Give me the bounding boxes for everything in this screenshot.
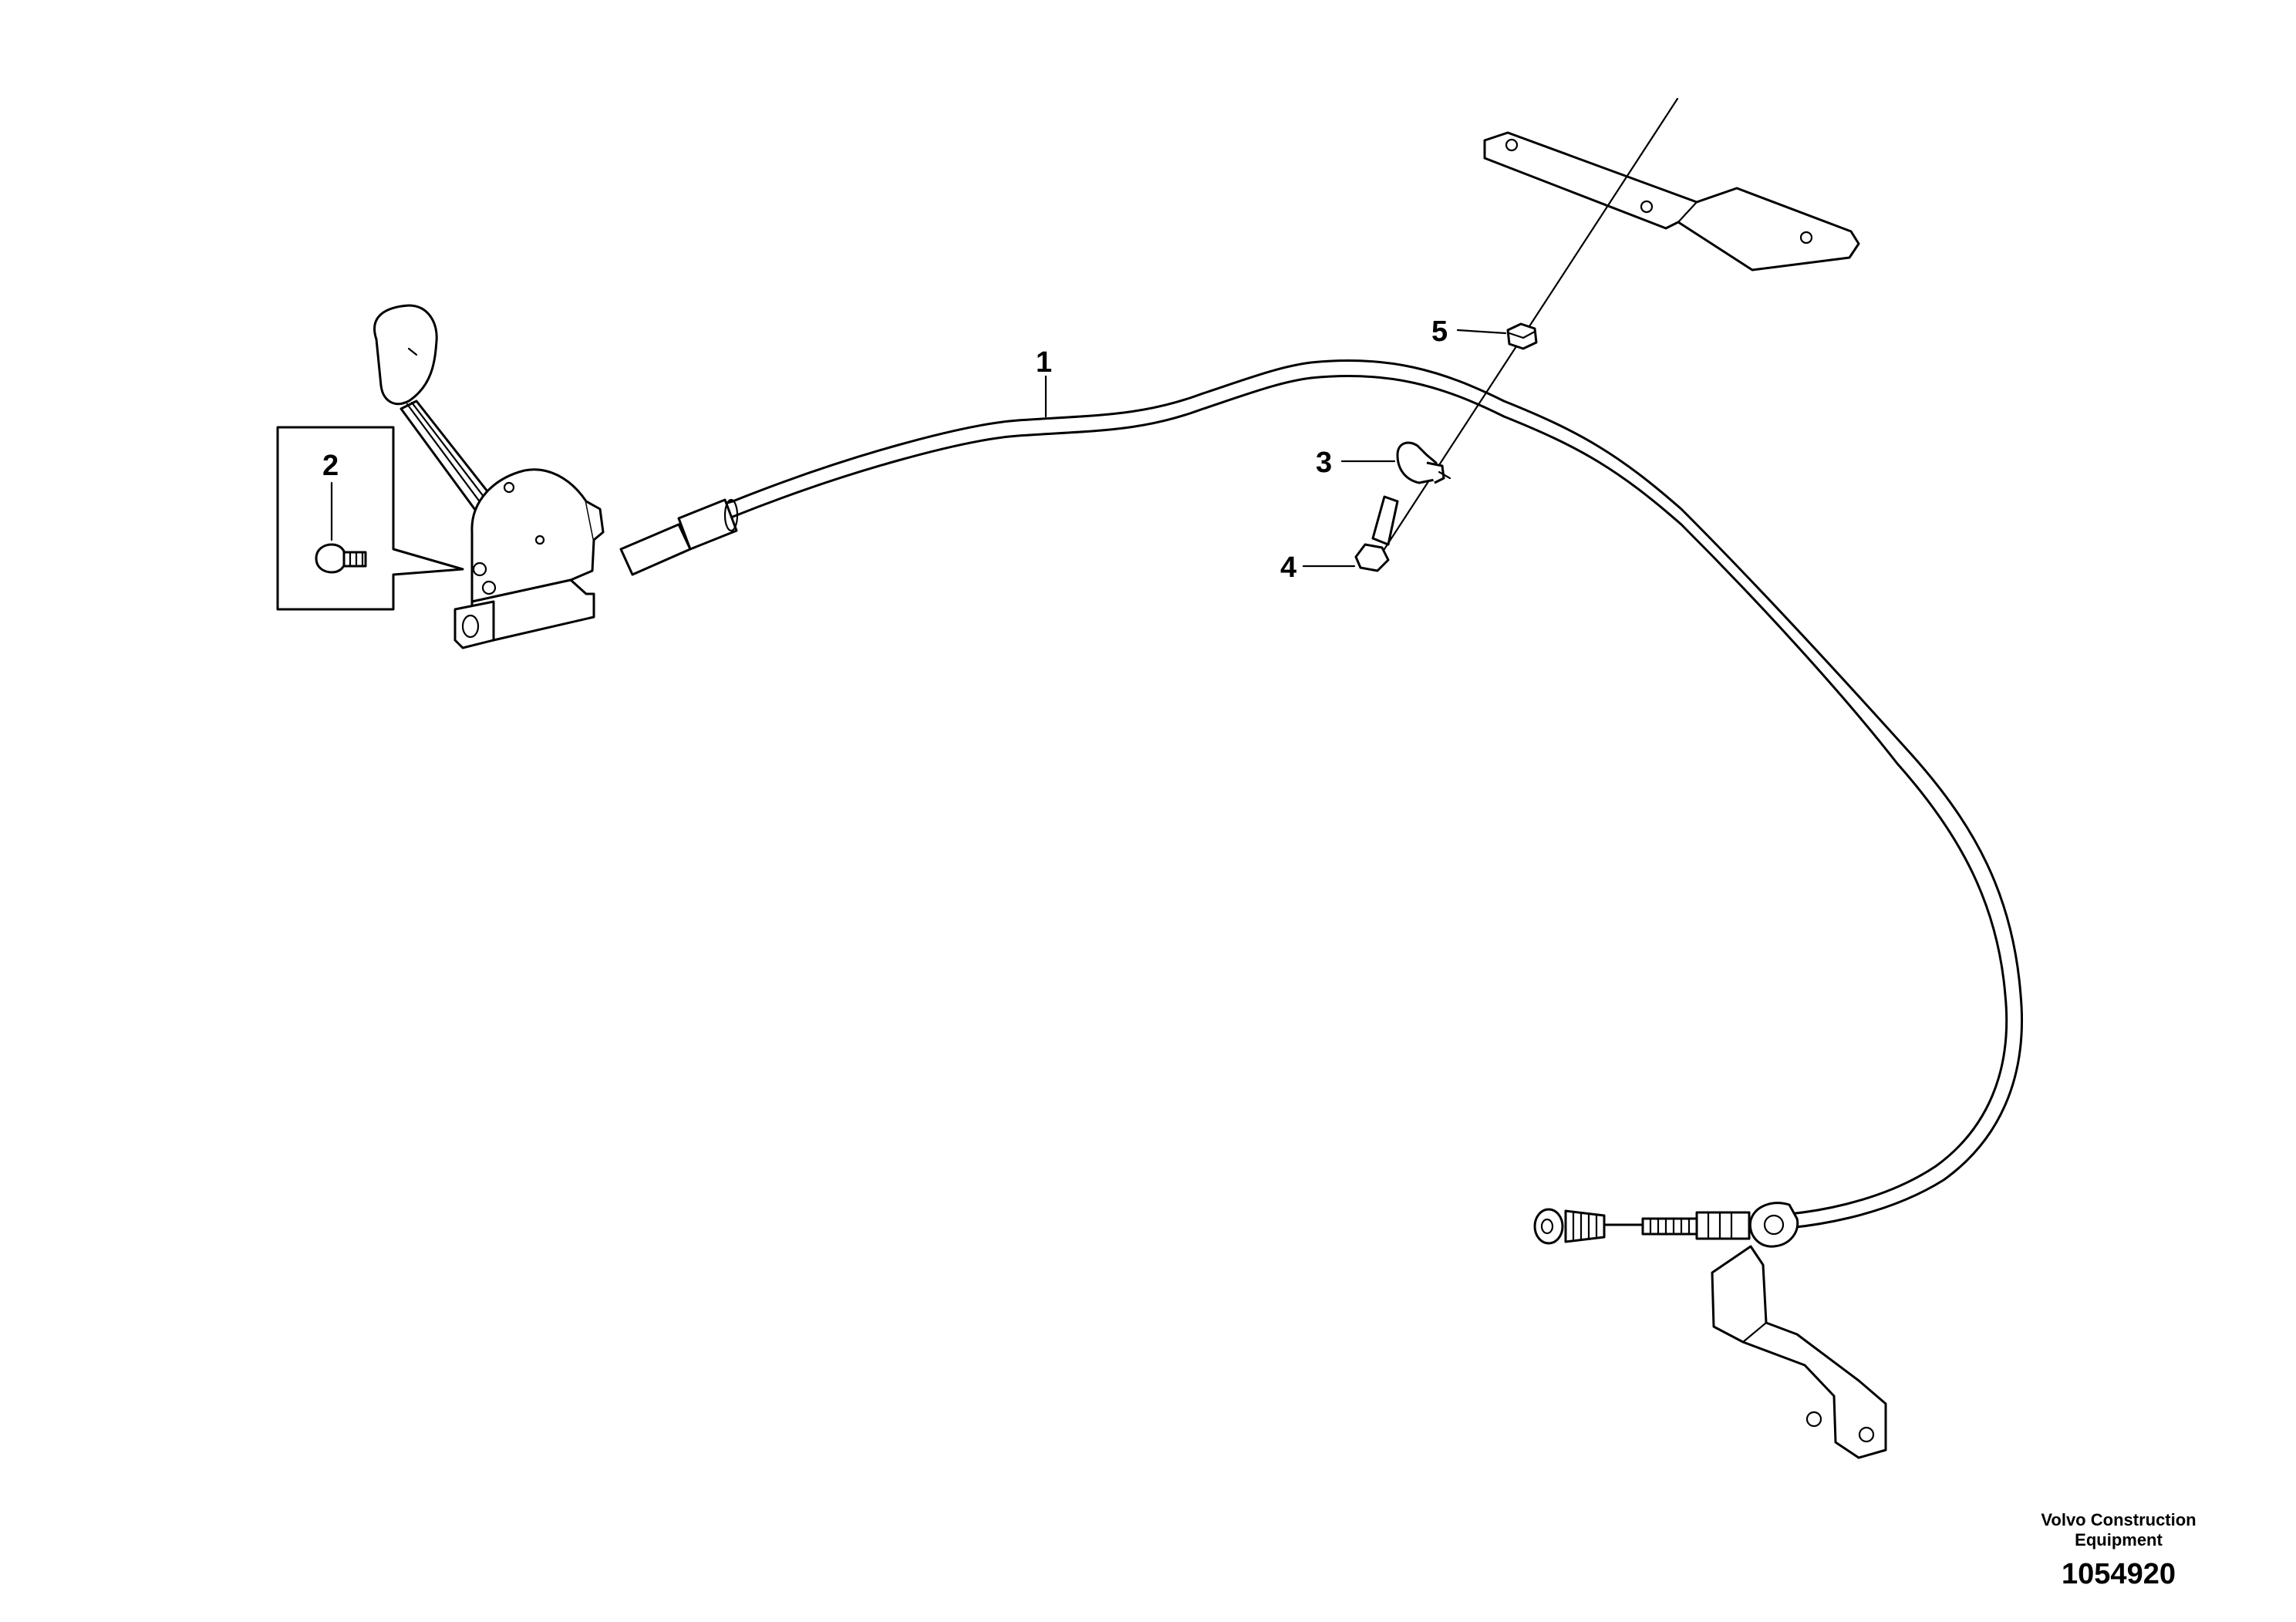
control-lever-assembly: [373, 304, 605, 649]
callout-1: 1: [1036, 346, 1052, 379]
screw-part-4: [1354, 495, 1399, 572]
footer-caption: Volvo Construction Equipment 1054920: [2018, 1510, 2219, 1591]
mounting-bracket-top: [1483, 131, 1860, 271]
control-cable-part-1: [619, 359, 2023, 1248]
brand-line-1: Volvo Construction: [2041, 1510, 2197, 1529]
clamp-part-3: [1396, 441, 1451, 484]
mounting-bracket-bottom: [1711, 1245, 1887, 1459]
nut-part-5: [1506, 322, 1538, 350]
callout-5: 5: [1431, 315, 1448, 348]
callout-3: 3: [1316, 447, 1332, 479]
detail-box-part-2: [276, 426, 464, 611]
callout-2: 2: [322, 450, 339, 482]
leader-line-5: [1456, 329, 1507, 335]
callout-4: 4: [1280, 551, 1296, 584]
drawing-reference-number: 1054920: [2062, 1558, 2176, 1590]
brand-line-2: Equipment: [2075, 1530, 2163, 1549]
